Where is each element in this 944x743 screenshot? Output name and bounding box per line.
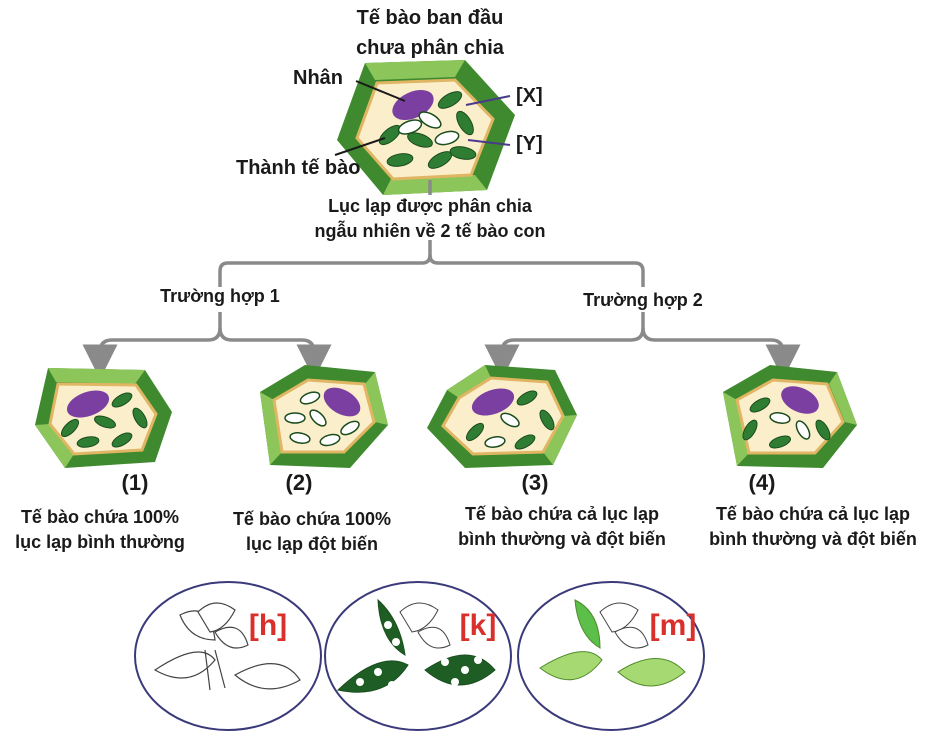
cell-1-number: (1): [121, 470, 149, 495]
nucleus: [323, 387, 361, 417]
nucleus: [781, 386, 819, 414]
cell-2-caption-line-1: Tế bào chứa 100%: [232, 509, 392, 529]
cell-1-caption-line-1: Tế bào chứa 100%: [20, 507, 180, 527]
title-line-1: Tế bào ban đầu: [356, 7, 504, 29]
parent-cell: [337, 60, 515, 195]
chloroplasts-mutant: [769, 412, 811, 440]
daughter-cell-3: [427, 365, 577, 468]
chloroplasts-normal: [60, 392, 148, 448]
chloroplasts-normal: [742, 397, 831, 449]
tree-lines: [82, 180, 801, 380]
cell-3-number: (3): [521, 470, 549, 495]
cell-4-caption-line-2: bình thường và đột biến: [709, 529, 917, 549]
chloroplasts-normal: [465, 390, 555, 450]
division-line-1: Lục lạp được phân chia: [328, 196, 532, 216]
label-y: [Y]: [516, 133, 543, 155]
daughter-cell-1: [35, 368, 172, 468]
chloroplasts-mutant: [397, 111, 460, 146]
division-line-2: ngẫu nhiên về 2 tế bào con: [314, 221, 546, 241]
plant-k: [324, 581, 512, 731]
plant-k-label: [k]: [459, 609, 497, 642]
pointer-lines-xy: [465, 95, 511, 146]
case-2-label: Trường hợp 2: [583, 290, 703, 310]
daughter-cell-2: [260, 365, 388, 468]
label-nucleus: Nhân: [293, 67, 343, 89]
label-cell-wall: Thành tế bào: [236, 157, 361, 179]
nucleus: [66, 390, 110, 418]
cell-2-caption-line-2: lục lạp đột biến: [245, 534, 378, 554]
plant-m-label: [m]: [649, 609, 697, 642]
cell-3-caption-line-1: Tế bào chứa cả lục lạp: [464, 504, 660, 524]
pointer-lines: [334, 80, 406, 156]
daughter-cell-4: [723, 365, 857, 468]
cell-2-number: (2): [285, 470, 313, 495]
title-line-2: chưa phân chia: [356, 37, 504, 59]
chloroplasts-mutant: [284, 391, 360, 447]
chloroplasts-normal: [378, 91, 477, 169]
nucleus: [471, 388, 515, 416]
plant-h: [134, 581, 322, 731]
cell-1-caption-line-2: lục lạp bình thường: [15, 532, 185, 552]
label-x: [X]: [516, 85, 543, 107]
cell-4-number: (4): [748, 470, 776, 495]
plant-h-label: [h]: [248, 609, 288, 642]
cell-4-caption-line-1: Tế bào chứa cả lục lạp: [715, 504, 911, 524]
cell-3-caption-line-2: bình thường và đột biến: [458, 529, 666, 549]
case-1-label: Trường hợp 1: [160, 286, 280, 306]
plant-m: [517, 581, 705, 731]
chloroplasts-mutant: [484, 412, 520, 448]
